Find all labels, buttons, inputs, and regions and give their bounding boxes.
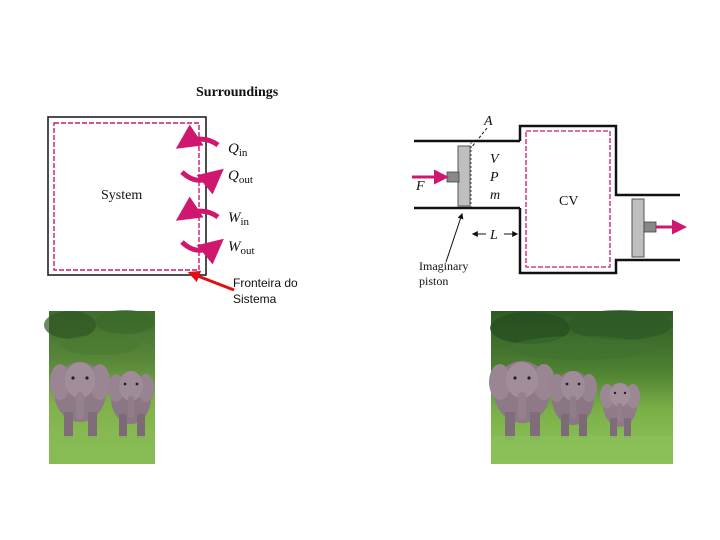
control-volume-diagram: CV F A V P m L Imaginary piston (412, 114, 687, 288)
outlet-piston (631, 198, 645, 258)
outlet-piston-rod (643, 221, 657, 233)
w-in-label: Win (228, 210, 250, 228)
w-out-arrow (180, 238, 224, 265)
system-boundary (53, 122, 200, 271)
cv-label: CV (559, 194, 578, 209)
w-out-label: Wout (228, 239, 255, 257)
surroundings-label: Surroundings (196, 85, 279, 100)
length-label: L (489, 228, 498, 243)
elephant (600, 383, 640, 438)
imaginary-piston-pointer (445, 212, 464, 263)
q-out-sub: out (239, 174, 253, 186)
photo-two-elephants (44, 310, 155, 464)
w-in-sub: in (241, 216, 250, 228)
imaginary-piston-line2: piston (419, 274, 448, 288)
volume-label: V (490, 152, 500, 167)
cv-vessel (518, 124, 680, 275)
area-label: A (483, 114, 493, 129)
elephant (489, 361, 555, 440)
w-in-base: W (228, 210, 242, 226)
q-in-sub: in (239, 147, 248, 159)
photo-three-elephants (489, 310, 673, 464)
imaginary-piston-line1: Imaginary (419, 259, 468, 273)
boundary-label-line2: Sistema (233, 292, 277, 306)
q-in-arrow (175, 124, 220, 149)
elephant (108, 371, 154, 438)
q-out-base: Q (228, 168, 239, 184)
q-out-label: Qout (228, 168, 253, 186)
inlet-piston-rod (446, 171, 460, 183)
mass-label: m (490, 188, 500, 203)
boundary-callout-arrow (187, 270, 235, 292)
system-label: System (101, 188, 142, 203)
system-outer-box (47, 116, 207, 276)
w-out-base: W (228, 239, 242, 255)
w-out-sub: out (241, 245, 255, 257)
force-label: F (415, 179, 425, 194)
system-diagram: Surroundings System Qin Qout Win Wout Fr… (47, 85, 298, 306)
q-in-base: Q (228, 141, 239, 157)
boundary-label-line1: Fronteira do (233, 276, 298, 290)
w-in-arrow (175, 196, 220, 221)
inlet-piston (457, 145, 471, 207)
q-in-label: Qin (228, 141, 248, 159)
cv-boundary (525, 130, 611, 268)
elephant (549, 371, 597, 438)
area-pointer (470, 127, 488, 149)
pressure-label: P (489, 170, 499, 185)
q-out-arrow (180, 168, 224, 195)
elephant (50, 362, 110, 438)
